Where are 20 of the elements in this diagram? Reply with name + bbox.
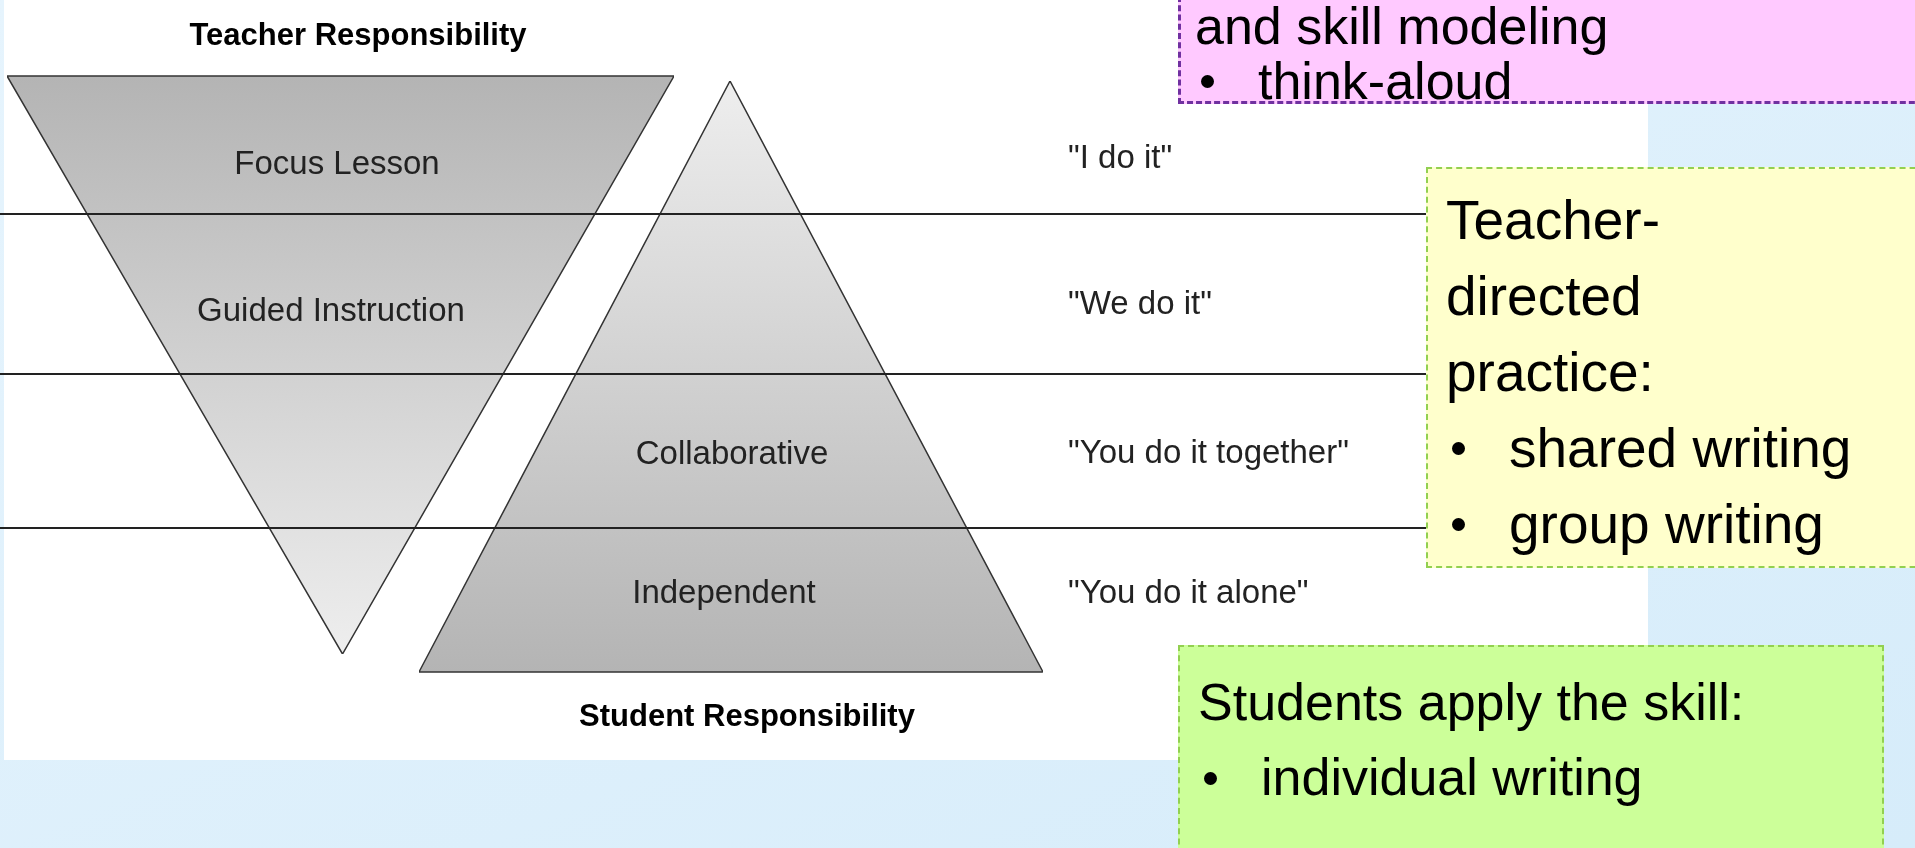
callout-text: Students apply the skill: <box>1198 673 1745 731</box>
heading: Teacher Responsibility <box>189 15 527 54</box>
list-item: think-aloud <box>1258 54 1513 110</box>
phase-label: "I do it" <box>1068 137 1173 178</box>
list-item: group writing <box>1509 491 1824 557</box>
stage-label: Collaborative <box>635 433 829 474</box>
callout-text: Teacher-directed practice: <box>1446 189 1660 403</box>
phase-label: "We do it" <box>1068 283 1212 324</box>
callout-text: and skill modeling <box>1195 0 1609 55</box>
list-item: individual writing <box>1261 747 1643 809</box>
callout-box <box>1178 0 1915 104</box>
phase-label: "You do it together" <box>1068 432 1349 473</box>
list-item: shared writing <box>1509 415 1852 481</box>
stage-label: Independent <box>632 572 816 613</box>
phase-label: "You do it alone" <box>1068 572 1309 613</box>
heading: Student Responsibility <box>579 696 915 735</box>
callout-box <box>1426 167 1915 568</box>
callout-box <box>1178 645 1884 848</box>
stage-label: Guided Instruction <box>197 290 465 331</box>
stage-label: Focus Lesson <box>234 143 440 184</box>
